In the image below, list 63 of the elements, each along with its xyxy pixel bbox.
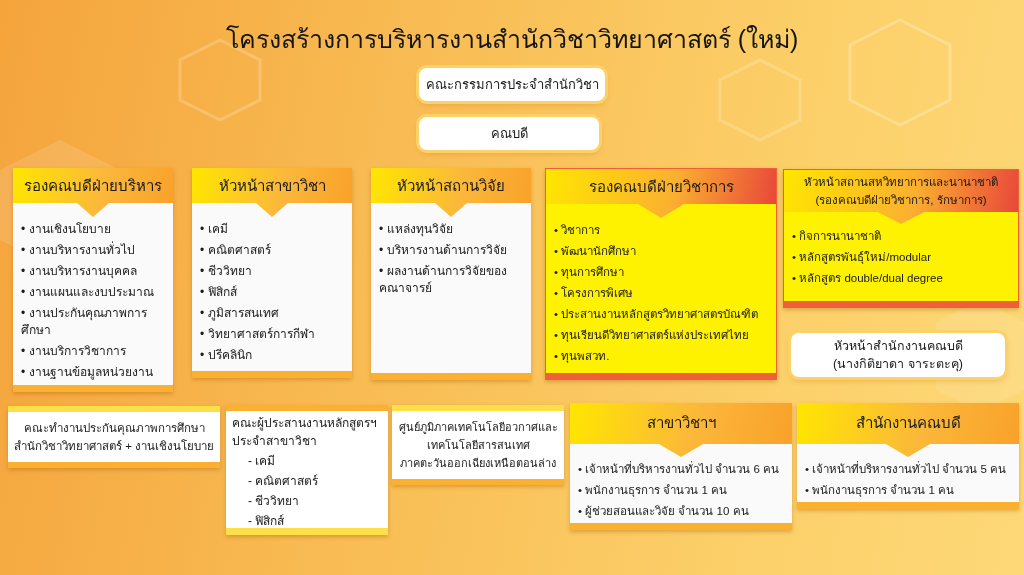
card-heading: หัวหน้าสถานวิจัย bbox=[371, 168, 531, 217]
list-item: • งานบริการวิชาการ bbox=[21, 343, 127, 360]
list-item: • ปรีคลินิก bbox=[200, 347, 253, 364]
unit-name: ศูนย์ภูมิภาคเทคโนโลยีอวกาศและ เทคโนโลยีสารสนเทศ ภาคตะวันออกเฉียงเหนือตอนล่าง bbox=[397, 420, 559, 471]
list-item: • โครงการพิเศษ bbox=[554, 285, 635, 301]
list-item: • วิชาการ bbox=[554, 223, 602, 238]
org-card bbox=[797, 403, 1019, 509]
org-card bbox=[371, 168, 531, 380]
list-item: • หลักสูตร double/dual degree bbox=[792, 271, 944, 287]
list-item: • พนักงานธุรการ จำนวน 1 คน bbox=[578, 483, 729, 499]
list-item: • พัฒนานักศึกษา bbox=[554, 244, 638, 259]
list-item: - เคมี bbox=[247, 453, 277, 470]
diagram-title: โครงสร้างการบริหารงานสำนักวิชาวิทยาศาสตร์ (ใหม่) bbox=[224, 24, 800, 55]
list-item: • เคมี bbox=[200, 221, 229, 238]
card-heading: สำนักงานคณบดี bbox=[797, 403, 1019, 457]
role-box bbox=[419, 68, 605, 101]
role-title: คณะกรรมการประจำสำนักวิชา bbox=[425, 75, 599, 94]
card-heading: รองคณบดีฝ่ายบริหาร bbox=[13, 168, 173, 217]
list-item: • คณิตศาสตร์ bbox=[200, 242, 272, 259]
list-item: • ทุนการศึกษา bbox=[554, 265, 626, 281]
org-card bbox=[570, 403, 792, 530]
card-heading: สาขาวิชาฯ bbox=[570, 403, 792, 457]
list-item: • วิทยาศาสตร์การกีฬา bbox=[200, 326, 316, 343]
list-item: • งานบริหารงานทั่วไป bbox=[21, 240, 136, 259]
list-item: - ชีววิทยา bbox=[247, 493, 301, 510]
unit-name: คณะผู้ประสานงานหลักสูตรฯ ประจำสาขาวิชา bbox=[232, 415, 378, 450]
card-heading: หัวหน้าสถานสหวิทยาการและนานาชาติ (รองคณบดีฝ่ายวิชาการ, รักษาการ) bbox=[784, 170, 1018, 224]
role-title: คณบดี bbox=[490, 124, 528, 143]
list-item: • ฟิสิกส์ bbox=[200, 284, 238, 301]
list-item: • กิจการนานาชาติ bbox=[792, 229, 883, 244]
org-card bbox=[13, 168, 173, 392]
unit-box bbox=[226, 405, 388, 535]
list-item: • งานเชิงนโยบาย bbox=[21, 221, 112, 238]
list-item: • ชีววิทยา bbox=[200, 263, 253, 280]
role-box bbox=[419, 117, 599, 150]
org-card bbox=[545, 168, 777, 380]
list-item: • งานฐานข้อมูลหน่วยงาน bbox=[21, 364, 154, 382]
unit-name: คณะทำงานประกันคุณภาพการศึกษา สำนักวิชาวิทยาศาสตร์ + งานเชิงนโยบาย bbox=[12, 421, 216, 454]
list-item: • ผลงานด้านการวิจัยของคณาจารย์ bbox=[379, 263, 508, 297]
list-item: • ผู้ช่วยสอนและวิจัย จำนวน 10 คน bbox=[578, 504, 750, 520]
list-item: • เจ้าหน้าที่บริหารงานทั่วไป จำนวน 5 คน bbox=[805, 460, 1008, 477]
list-item: • งานประกันคุณภาพการศึกษา bbox=[21, 305, 148, 339]
role-title: หัวหน้าสำนักงานคณบดี (นางกิติยาดา จาระตะคุ) bbox=[832, 338, 964, 374]
list-item: • พนักงานธุรการ จำนวน 1 คน bbox=[805, 483, 956, 499]
list-item: • บริหารงานด้านการวิจัย bbox=[379, 242, 508, 259]
list-item: • งานแผนและงบประมาณ bbox=[21, 284, 155, 301]
list-item: • ประสานงานหลักสูตรวิทยาศาสตรบัณฑิต bbox=[554, 307, 760, 323]
list-item: • แหล่งทุนวิจัย bbox=[379, 221, 454, 239]
role-box bbox=[791, 333, 1005, 377]
org-card bbox=[192, 168, 352, 378]
org-card bbox=[783, 169, 1019, 308]
list-item: • ทุนเรียนดีวิทยาศาสตร์แห่งประเทศไทย bbox=[554, 328, 751, 344]
list-item: - ฟิสิกส์ bbox=[247, 513, 286, 530]
list-item: • ภูมิสารสนเทศ bbox=[200, 305, 280, 323]
card-heading: หัวหน้าสาขาวิชา bbox=[192, 168, 352, 217]
card-heading: รองคณบดีฝ่ายวิชาการ bbox=[546, 169, 776, 218]
list-item: - คณิตศาสตร์ bbox=[247, 473, 320, 490]
unit-box bbox=[8, 406, 220, 468]
list-item: • หลักสูตรพันธุ์ใหม่/modular bbox=[792, 250, 932, 266]
list-item: • งานบริหารงานบุคคล bbox=[21, 263, 138, 281]
unit-box bbox=[392, 405, 564, 485]
list-item: • เจ้าหน้าที่บริหารงานทั่วไป จำนวน 6 คน bbox=[578, 460, 781, 477]
list-item: • ทุนพสวท. bbox=[554, 349, 611, 365]
